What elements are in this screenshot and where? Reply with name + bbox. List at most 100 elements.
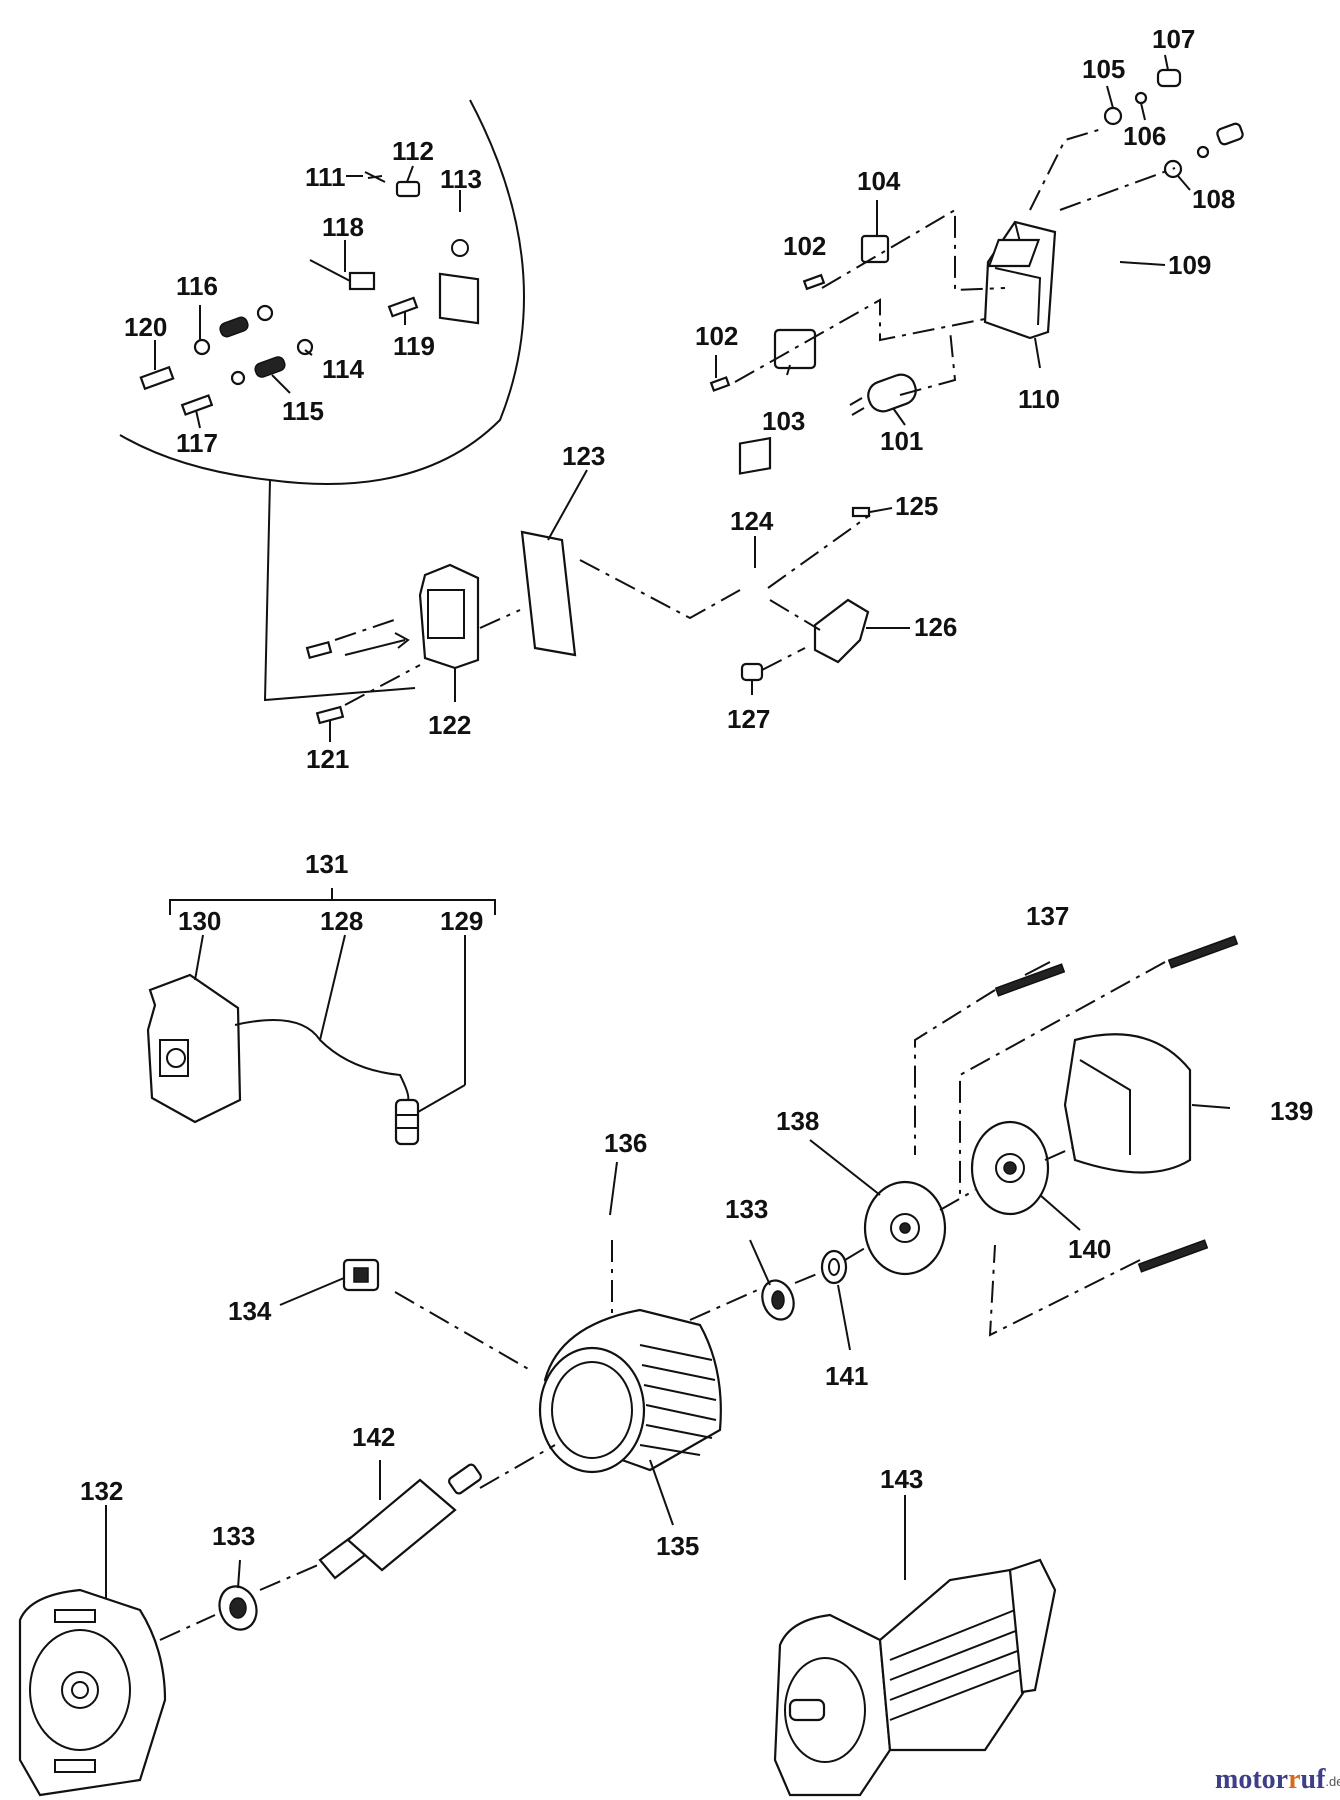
- arrow-into-housing: [344, 632, 410, 656]
- assembly-lines-middle: [334, 514, 871, 706]
- label-140: 140: [1068, 1234, 1111, 1264]
- part-140-fan: [970, 1120, 1050, 1216]
- label-110: 110: [1018, 384, 1060, 414]
- part-137-tie-rod-3: [1137, 1239, 1209, 1273]
- part-104-terminal: [860, 234, 890, 264]
- label-121: 121: [306, 744, 349, 774]
- label-106: 106: [1123, 121, 1166, 151]
- label-139: 139: [1270, 1096, 1313, 1126]
- label-105: 105: [1082, 54, 1125, 84]
- part-138-end-shield: [863, 1180, 947, 1276]
- part-106-washer: [1134, 91, 1148, 105]
- part-142-rotor: [318, 1463, 482, 1580]
- part-103-switch: [773, 328, 817, 370]
- label-126: 126: [914, 612, 957, 642]
- label-135: 135: [656, 1531, 699, 1561]
- label-112: 112: [392, 136, 434, 166]
- label-124: 124: [730, 506, 774, 536]
- label-102-upper: 102: [783, 231, 826, 261]
- label-103: 103: [762, 406, 805, 436]
- part-121-screw: [315, 705, 345, 725]
- part-116-washer: [193, 338, 211, 356]
- detail-leader: [263, 479, 416, 702]
- part-132-end-flange: [18, 1588, 167, 1797]
- assembly-line-bearing: [159, 1614, 216, 1641]
- label-122: 122: [428, 710, 471, 740]
- part-133-bearing-lower: [218, 1585, 258, 1631]
- part-102-screw-lower: [709, 376, 731, 392]
- label-136: 136: [604, 1128, 647, 1158]
- label-101: 101: [880, 426, 923, 456]
- part-143-motor-assembly: [773, 1558, 1057, 1797]
- part-124-bracket: [738, 436, 772, 475]
- part-102-screw-upper: [802, 273, 826, 291]
- label-108: 108: [1192, 184, 1235, 214]
- part-122-switch-housing: [418, 563, 480, 670]
- label-125: 125: [895, 491, 938, 521]
- label-113: 113: [440, 164, 482, 194]
- detail-circle-outline: [119, 99, 525, 485]
- part-washer-lower: [230, 370, 246, 386]
- part-114-nut: [296, 338, 314, 356]
- label-120: 120: [124, 312, 167, 342]
- part-112-clip: [395, 180, 421, 198]
- part-129-connector: [394, 1098, 420, 1146]
- label-116: 116: [176, 271, 218, 301]
- part-119-screw: [387, 296, 419, 318]
- part-fitting-right: [1216, 122, 1244, 146]
- label-141: 141: [825, 1361, 868, 1391]
- label-102-lower: 102: [695, 321, 738, 351]
- label-133-upper: 133: [725, 1194, 768, 1224]
- label-117: 117: [176, 428, 218, 458]
- part-115-spring: [254, 356, 286, 378]
- label-104: 104: [857, 166, 901, 196]
- label-107: 107: [1152, 24, 1195, 54]
- label-143: 143: [880, 1464, 923, 1494]
- part-125-screw: [851, 506, 871, 518]
- part-labels: 101 102 102 103 104 105 106 107 108 109 …: [80, 24, 1313, 1561]
- part-113-plate: [438, 239, 480, 325]
- part-135-stator-housing: [538, 1308, 722, 1474]
- label-123: 123: [562, 441, 605, 471]
- label-109: 109: [1168, 250, 1211, 280]
- label-115: 115: [282, 396, 324, 426]
- label-118: 118: [322, 212, 364, 242]
- label-130: 130: [178, 906, 221, 936]
- part-101-capacitor: [849, 373, 917, 416]
- part-screw-upper: [305, 640, 333, 660]
- part-139-fan-cover: [1063, 1033, 1192, 1174]
- leader-lines: [105, 54, 1231, 1598]
- label-119: 119: [393, 331, 435, 361]
- part-123-gasket: [520, 530, 577, 657]
- label-134: 134: [228, 1296, 272, 1326]
- part-128-cable: [234, 1019, 410, 1101]
- label-111: 111: [305, 162, 346, 192]
- part-115-spring-upper: [219, 316, 249, 338]
- part-137-tie-rod-2: [1167, 935, 1239, 969]
- svg-text:motorruf.de: motorruf.de: [1215, 1764, 1340, 1795]
- label-127: 127: [727, 704, 770, 734]
- assembly-lines-motor: [479, 961, 1166, 1489]
- part-126-relay: [813, 598, 870, 664]
- part-nut-upper: [256, 304, 274, 322]
- bracket-131: [169, 888, 496, 915]
- part-118-lever: [309, 259, 376, 291]
- part-117-bolt: [180, 394, 214, 416]
- part-130-plug-box: [146, 973, 242, 1124]
- label-131: 131: [305, 849, 348, 879]
- label-138: 138: [776, 1106, 819, 1136]
- label-132: 132: [80, 1476, 123, 1506]
- label-128: 128: [320, 906, 363, 936]
- watermark-logo: motorruf.de: [1215, 1764, 1340, 1795]
- part-133-bearing-upper: [761, 1279, 795, 1321]
- part-120-bolt: [139, 365, 175, 391]
- part-111-pin: [364, 171, 386, 183]
- label-133-lower: 133: [212, 1521, 255, 1551]
- part-109-label: [987, 238, 1041, 268]
- part-107-fitting: [1156, 68, 1182, 88]
- assembly-line-134: [394, 1291, 531, 1371]
- label-142: 142: [352, 1422, 395, 1452]
- part-127-knob: [740, 662, 764, 682]
- part-134-cap-inner: [353, 1267, 369, 1283]
